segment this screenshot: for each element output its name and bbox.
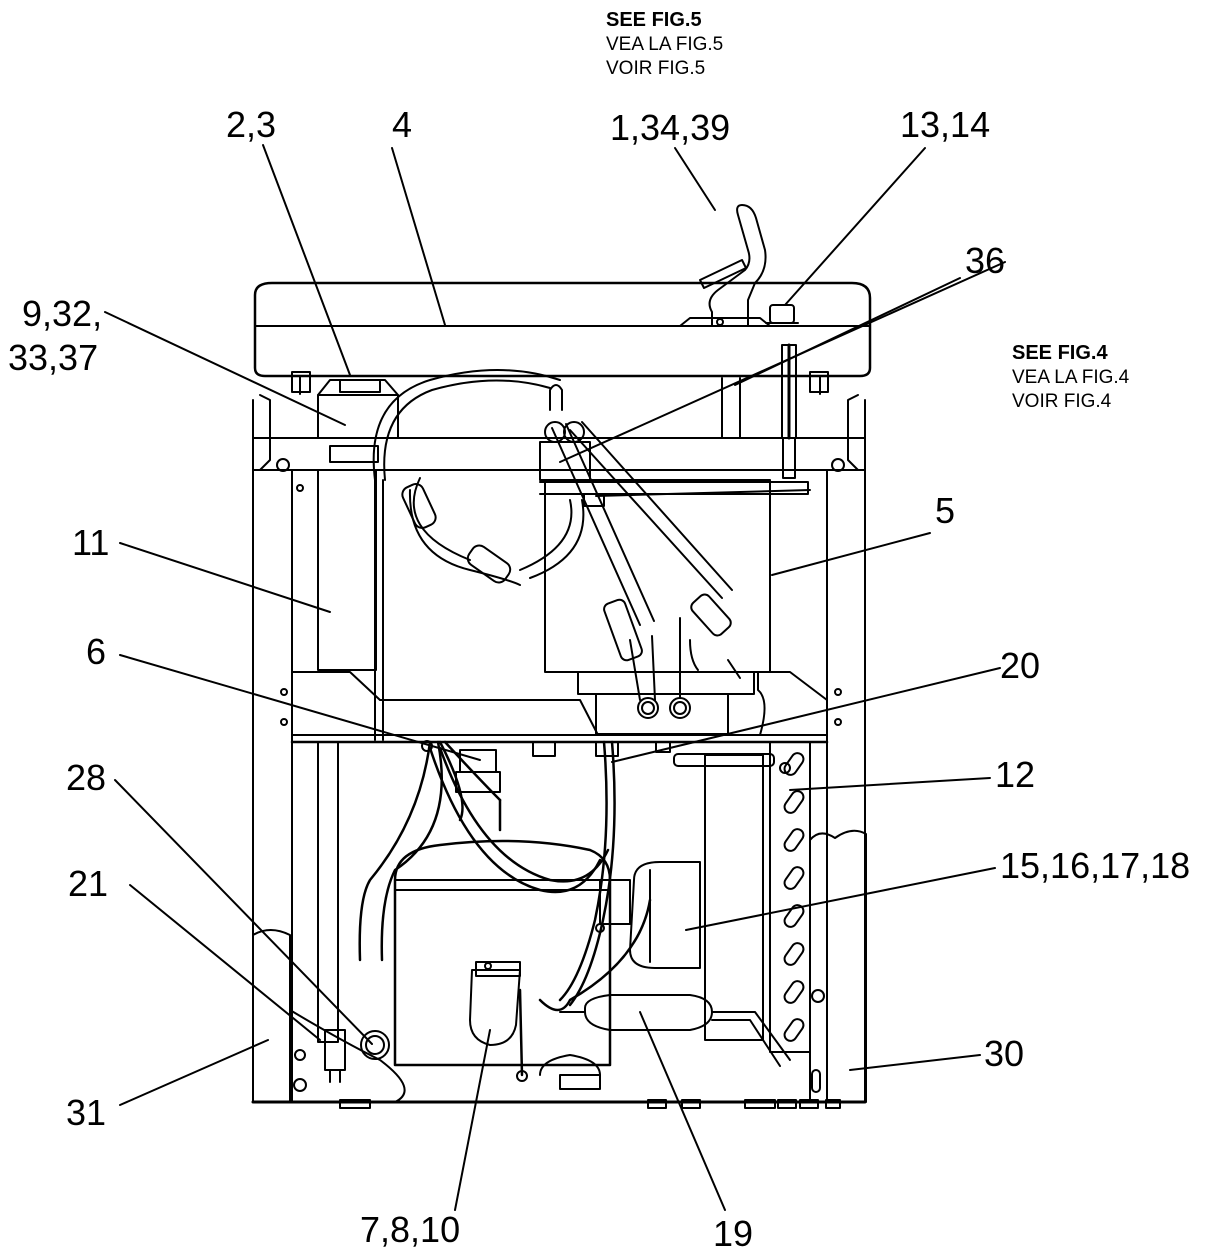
wiring-harness <box>358 740 652 1077</box>
supply-tubes <box>539 384 811 701</box>
wire-connector-block <box>421 740 671 1082</box>
callout-11: 11 <box>72 522 110 563</box>
callout-2-3: 2,3 <box>226 104 277 145</box>
left-side-panel <box>252 929 406 1103</box>
fig4-voir-label: VOIR FIG.4 <box>1012 390 1112 412</box>
fig5-reference: SEE FIG.5 VEA LA FIG.5 VOIR FIG.5 <box>606 8 723 81</box>
right-side-panel <box>809 829 867 1103</box>
fig4-vea-label: VEA LA FIG.4 <box>1012 367 1130 388</box>
callout-20: 20 <box>1000 645 1041 686</box>
leader-lines <box>104 144 1006 1211</box>
callout-19: 19 <box>713 1213 754 1249</box>
callout-36: 36 <box>965 240 1006 281</box>
callout-4: 4 <box>392 104 413 145</box>
left-drain <box>291 469 828 1043</box>
callout-6: 6 <box>86 631 107 672</box>
filter-drier <box>559 994 791 1067</box>
top-chassis <box>252 343 866 479</box>
push-button <box>765 304 799 324</box>
fig5-voir-label: VOIR FIG.5 <box>606 57 706 79</box>
callout-7-8-10: 7,8,10 <box>360 1209 461 1249</box>
fig5-see-label: SEE FIG.5 <box>606 9 702 31</box>
callout-5: 5 <box>935 490 956 531</box>
top-cover <box>253 281 872 395</box>
fig5-vea-label: VEA LA FIG.5 <box>606 34 724 55</box>
tubing-coil <box>372 369 585 741</box>
callout-9-32: 9,32, <box>22 293 103 334</box>
cabinet-frame <box>251 469 867 1109</box>
fig4-reference: SEE FIG.4 VEA LA FIG.4 VOIR FIG.4 <box>1012 341 1129 414</box>
fig4-see-label: SEE FIG.4 <box>1012 342 1108 364</box>
callout-12: 12 <box>995 754 1036 795</box>
cold-tank <box>539 479 809 735</box>
drain-fitting <box>360 1030 390 1060</box>
bubbler <box>679 204 771 327</box>
power-plug <box>324 1029 346 1083</box>
callout-31: 31 <box>66 1092 107 1133</box>
callout-33-37: 33,37 <box>8 337 99 378</box>
condenser-coil <box>673 741 811 1053</box>
coil-loops <box>783 752 805 1042</box>
fan-motor <box>599 861 701 969</box>
callout-13-14: 13,14 <box>900 104 991 145</box>
callout-30: 30 <box>984 1033 1025 1074</box>
callout-21: 21 <box>68 863 109 904</box>
callout-28: 28 <box>66 757 107 798</box>
callout-1-34-39: 1,34,39 <box>610 107 731 148</box>
callout-15-16-17-18: 15,16,17,18 <box>1000 845 1191 886</box>
